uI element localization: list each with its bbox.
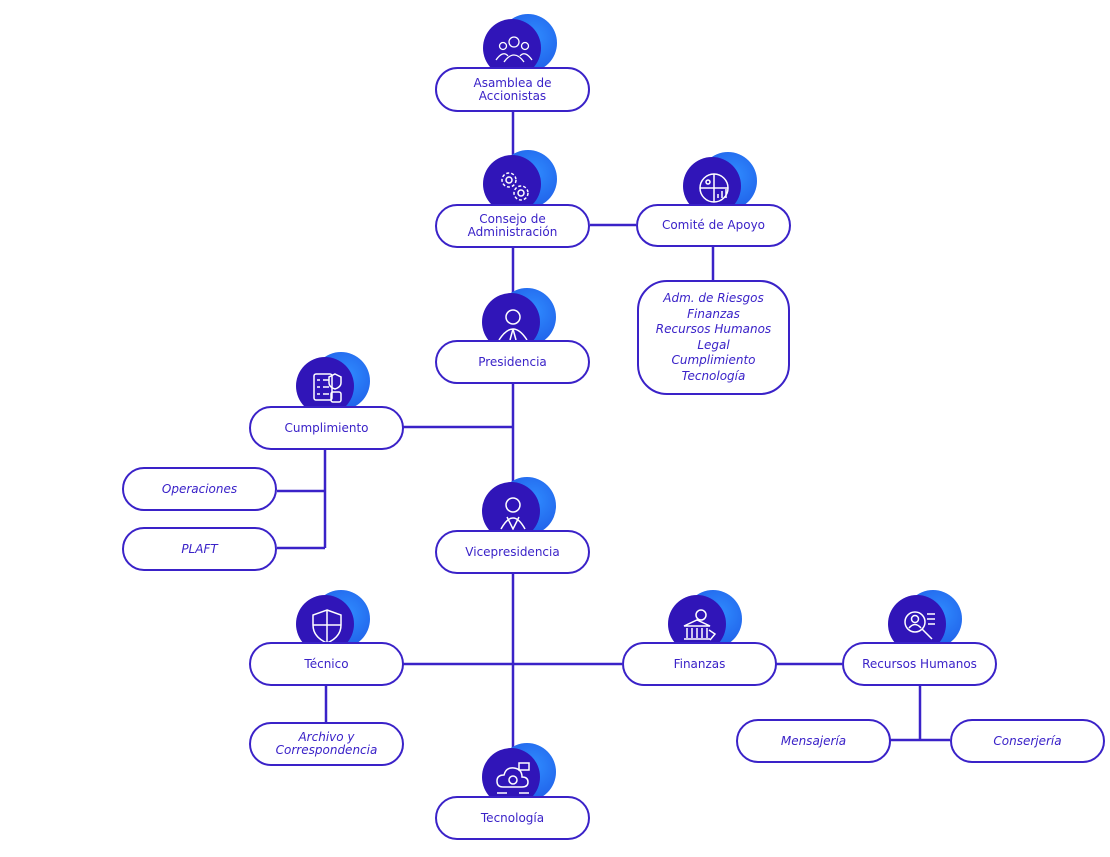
comite-member: Adm. de Riesgos xyxy=(663,291,764,305)
node-comite-de-apoyo: Comité de Apoyo xyxy=(636,204,791,247)
comite-member: Cumplimiento xyxy=(671,353,756,367)
comite-member: Recursos Humanos xyxy=(655,322,772,336)
node-recursos-humanos: Recursos Humanos xyxy=(842,642,997,686)
comite-member: Tecnología xyxy=(681,368,746,383)
node-consejo-de-administracion: Consejo de Administración xyxy=(435,204,590,248)
gears-icon xyxy=(471,150,557,216)
node-tecnologia: Tecnología xyxy=(435,796,590,840)
checklist-icon xyxy=(284,352,370,418)
node-cumplimiento: Cumplimiento xyxy=(249,406,404,450)
comite-member: Finanzas xyxy=(687,306,740,321)
node-tecnico: Técnico xyxy=(249,642,404,686)
node-presidencia: Presidencia xyxy=(435,340,590,384)
comite-member: Legal xyxy=(697,337,730,352)
node-mensajeria: Mensajería xyxy=(736,719,891,763)
node-plaft: PLAFT xyxy=(122,527,277,571)
node-asamblea-de-accionistas: Asamblea de Accionistas xyxy=(435,67,590,112)
node-vicepresidencia: Vicepresidencia xyxy=(435,530,590,574)
node-finanzas: Finanzas xyxy=(622,642,777,686)
node-archivo-y-correspondencia: Archivo y Correspondencia xyxy=(249,722,404,766)
node-conserjeria: Conserjería xyxy=(950,719,1105,763)
comite-members-list: Adm. de Riesgos Finanzas Recursos Humano… xyxy=(637,280,790,395)
node-operaciones: Operaciones xyxy=(122,467,277,511)
